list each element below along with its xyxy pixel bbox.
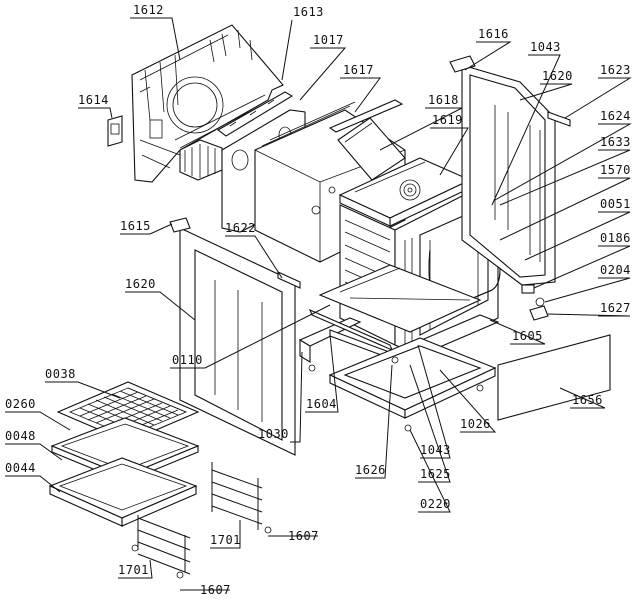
label-1604: 1604 (306, 397, 337, 411)
label-1627: 1627 (600, 301, 631, 315)
part-top-plate (338, 157, 472, 227)
label-1026: 1026 (460, 417, 491, 431)
label-0038: 0038 (45, 367, 76, 381)
part-plinth-1656 (497, 334, 611, 421)
leader-lines (5, 17, 632, 591)
label-1620-left: 1620 (125, 277, 156, 291)
part-hinge-parts (521, 284, 549, 321)
label-0110: 0110 (172, 353, 203, 367)
label-1701-upper: 1701 (210, 533, 241, 547)
label-1625: 1625 (420, 467, 451, 481)
part-bracket-1623 (547, 111, 571, 127)
label-1623: 1623 (600, 63, 631, 77)
part-side-panel-right (449, 55, 556, 286)
label-1622: 1622 (225, 221, 256, 235)
label-1030: 1030 (258, 427, 289, 441)
label-1615: 1615 (120, 219, 151, 233)
label-1633: 1633 (600, 135, 631, 149)
label-1626: 1626 (355, 463, 386, 477)
label-1605: 1605 (512, 329, 543, 343)
label-0044: 0044 (5, 461, 36, 475)
part-side-panel-left (169, 217, 301, 456)
part-fan-assembly (179, 91, 294, 181)
label-1613: 1613 (293, 5, 324, 19)
label-1043-top: 1043 (530, 40, 561, 54)
part-side-rack-lower (131, 515, 191, 579)
label-0051: 0051 (600, 197, 631, 211)
part-bracket-1614 (107, 115, 123, 147)
part-bottom-plate (318, 264, 482, 333)
part-base-frame (328, 337, 497, 432)
label-1616: 1616 (478, 27, 509, 41)
part-labels: 1612 1613 1017 1617 1614 1618 1619 1616 … (5, 3, 631, 597)
part-side-rack-upper (211, 462, 272, 534)
label-1614: 1614 (78, 93, 109, 107)
part-top-panel-1618 (337, 117, 406, 181)
label-1043-bottom: 1043 (420, 443, 451, 457)
label-1617: 1617 (343, 63, 374, 77)
label-0186: 0186 (600, 231, 631, 245)
label-1607-lower: 1607 (200, 583, 231, 597)
part-back-panel (131, 24, 284, 183)
label-1656: 1656 (572, 393, 603, 407)
label-0204: 0204 (600, 263, 631, 277)
part-deep-tray (48, 457, 198, 527)
label-1619: 1619 (432, 113, 463, 127)
label-1570: 1570 (600, 163, 631, 177)
label-1612: 1612 (133, 3, 164, 17)
label-1624: 1624 (600, 109, 631, 123)
label-1607-upper: 1607 (288, 529, 319, 543)
label-1017: 1017 (313, 33, 344, 47)
label-1620-right: 1620 (542, 69, 573, 83)
label-1618: 1618 (428, 93, 459, 107)
label-1701-lower: 1701 (118, 563, 149, 577)
label-0220: 0220 (420, 497, 451, 511)
label-0048: 0048 (5, 429, 36, 443)
label-0260: 0260 (5, 397, 36, 411)
